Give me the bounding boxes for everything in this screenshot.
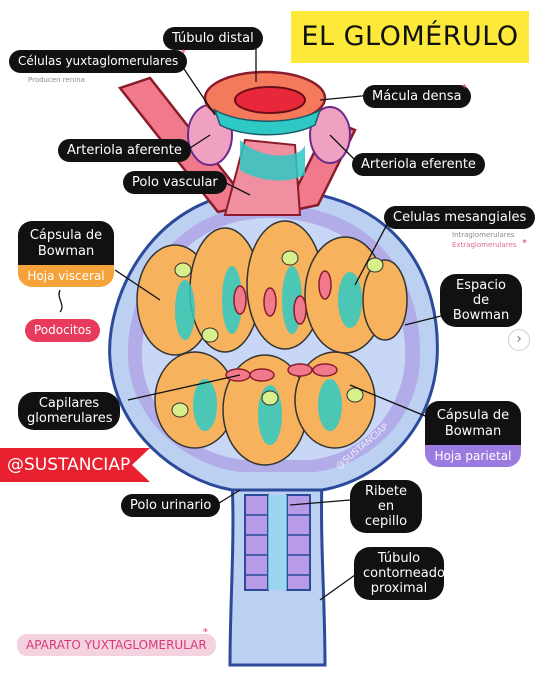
label-polo-vascular: Polo vascular: [123, 171, 227, 194]
leader-lines: [58, 47, 446, 601]
label-capilares-glomerulares: Capilares glomerulares: [18, 392, 120, 430]
star-icon: *: [462, 83, 467, 94]
star-icon: *: [181, 48, 186, 59]
label-ribete-cepillo: Ribete en cepillo: [350, 480, 422, 533]
label-espacio-bowman: Espacio de Bowman: [440, 274, 522, 327]
label-hoja-parietal: Hoja parietal: [425, 445, 521, 467]
label-extraglomerulares: Extraglomerulares: [452, 241, 517, 249]
label-celulas-yuxtaglomerulares: Células yuxtaglomerulares: [9, 50, 188, 73]
glomerular-tuft-illustration: [136, 220, 408, 466]
label-tubulo-distal: Túbulo distal: [163, 27, 263, 50]
label-macula-densa: Mácula densa: [363, 85, 471, 108]
label-podocitos: Podocitos: [25, 319, 101, 342]
label-arteriola-eferente: Arteriola eferente: [352, 153, 485, 176]
label-intraglomerulares: Intraglomerulares: [452, 231, 515, 239]
star-icon: *: [522, 238, 527, 249]
label-hoja-visceral: Hoja visceral: [18, 265, 114, 287]
label-tubulo-proximal: Túbulo contorneado proximal: [354, 547, 445, 600]
label-capsula-bowman-parietal: Cápsula de Bowman Hoja parietal: [425, 401, 521, 467]
label-arteriola-aferente: Arteriola aferente: [58, 139, 191, 162]
star-icon: *: [203, 627, 208, 638]
label-aparato-yuxtaglomerular: APARATO YUXTAGLOMERULAR: [17, 634, 216, 656]
label-producen-renina: Producen renina: [28, 76, 85, 84]
label-capsula-bowman: Cápsula de Bowman: [18, 221, 114, 265]
label-capsula-bowman-visceral: Cápsula de Bowman Hoja visceral: [18, 221, 114, 287]
label-polo-urinario: Polo urinario: [121, 494, 221, 517]
label-capsula-bowman: Cápsula de Bowman: [425, 401, 521, 445]
brand-handle: @SUSTANCIAP: [7, 455, 131, 475]
label-celulas-mesangiales: Celulas mesangiales: [384, 206, 536, 229]
brand-banner: @SUSTANCIAP: [0, 448, 150, 482]
chevron-right-icon[interactable]: ›: [508, 329, 530, 351]
page-title: EL GLOMÉRULO: [291, 11, 529, 63]
proximal-tubule-illustration: [228, 478, 327, 667]
